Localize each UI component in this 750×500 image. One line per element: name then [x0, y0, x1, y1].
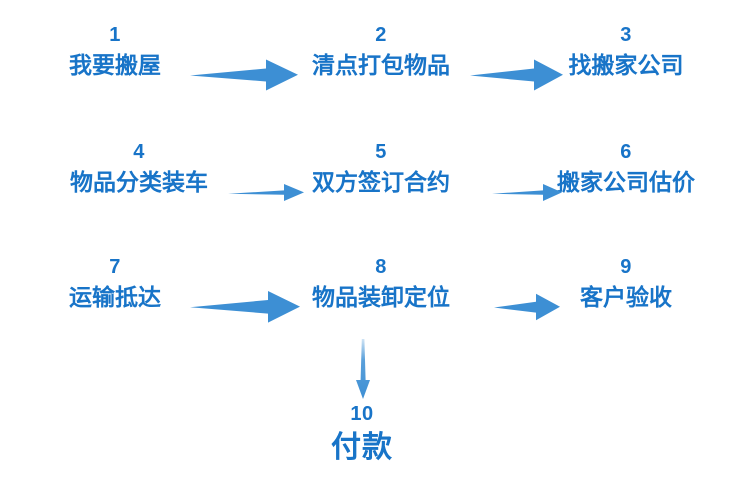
step-number-9: 9	[620, 256, 632, 278]
flow-step-6[interactable]: 6 搬家公司估价	[557, 142, 695, 194]
flow-step-4[interactable]: 4 物品分类装车	[70, 142, 208, 194]
flow-step-10[interactable]: 10 付款	[331, 404, 393, 463]
step-label-4: 物品分类装车	[70, 169, 208, 195]
arrow-step7-to-step8-icon	[190, 290, 302, 324]
flow-step-5[interactable]: 5 双方签订合约	[312, 142, 450, 194]
step-label-3: 找搬家公司	[568, 52, 684, 78]
step-number-10: 10	[350, 403, 374, 425]
arrow-step8-to-step10-icon	[345, 338, 381, 400]
arrow-step5-to-step6-icon	[492, 181, 564, 203]
step-number-3: 3	[620, 24, 632, 46]
step-label-1: 我要搬屋	[69, 52, 161, 78]
step-label-5: 双方签订合约	[312, 169, 450, 195]
flow-step-2[interactable]: 2 清点打包物品	[312, 25, 450, 77]
step-label-10: 付款	[331, 431, 393, 464]
arrow-step4-to-step5-icon	[228, 181, 306, 203]
step-label-2: 清点打包物品	[312, 52, 450, 78]
step-number-8: 8	[375, 256, 387, 278]
flow-step-9[interactable]: 9 客户验收	[580, 257, 672, 309]
flow-step-7[interactable]: 7 运输抵达	[69, 257, 161, 309]
step-number-2: 2	[375, 24, 387, 46]
step-number-6: 6	[620, 141, 632, 163]
step-number-4: 4	[133, 141, 145, 163]
step-number-5: 5	[375, 141, 387, 163]
arrow-step8-to-step9-icon	[494, 292, 562, 322]
arrow-step2-to-step3-icon	[470, 58, 565, 92]
step-number-1: 1	[109, 24, 121, 46]
step-number-7: 7	[109, 256, 121, 278]
step-label-9: 客户验收	[580, 284, 672, 310]
flow-step-8[interactable]: 8 物品装卸定位	[312, 257, 450, 309]
arrow-step1-to-step2-icon	[190, 58, 300, 92]
step-label-8: 物品装卸定位	[312, 284, 450, 310]
step-label-6: 搬家公司估价	[557, 169, 695, 195]
flow-step-1[interactable]: 1 我要搬屋	[69, 25, 161, 77]
flow-step-3[interactable]: 3 找搬家公司	[569, 25, 684, 77]
step-label-7: 运输抵达	[69, 284, 161, 310]
